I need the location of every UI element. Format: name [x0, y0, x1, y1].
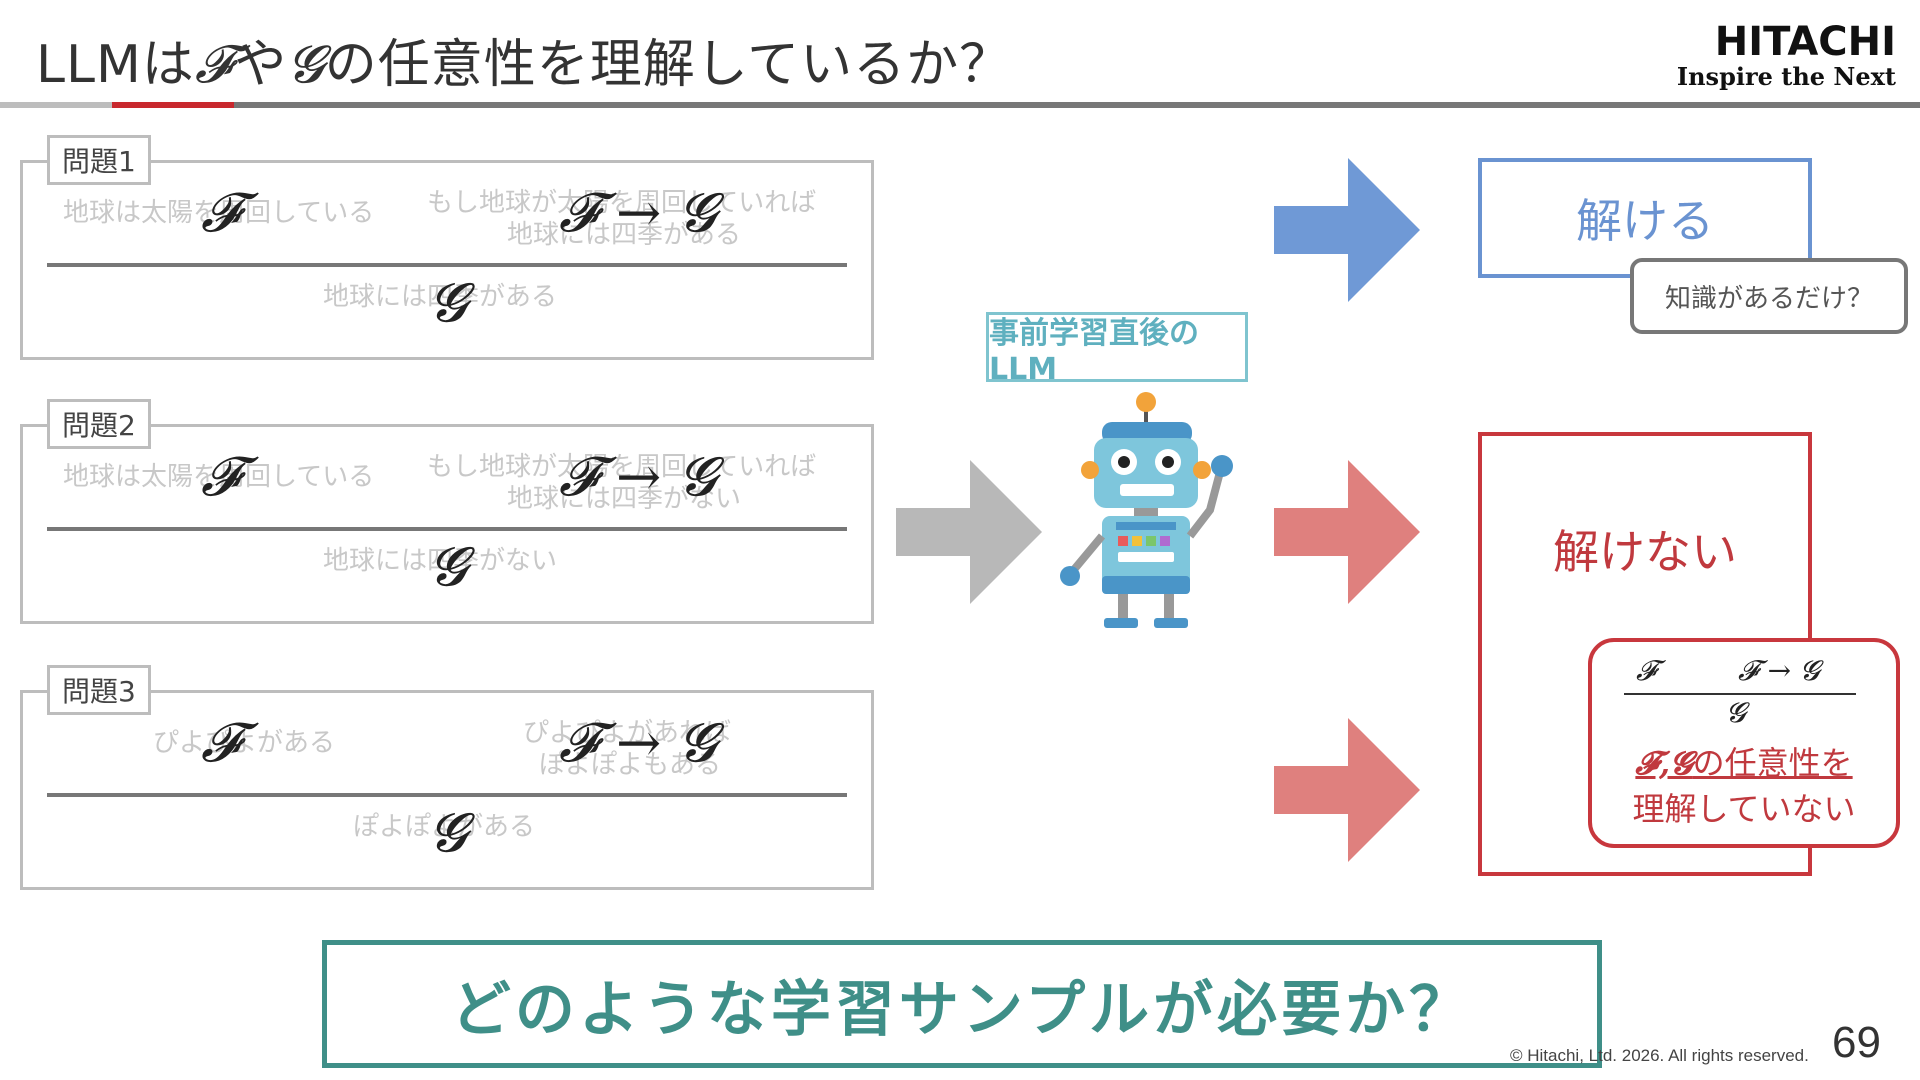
- note-symbol-f: 𝓕: [1636, 654, 1657, 687]
- title-prefix: LLMは: [36, 35, 195, 95]
- premise1-text: ぴよぴよがある: [153, 728, 336, 758]
- copyright: © Hitachi, Ltd. 2026. All rights reserve…: [1510, 1046, 1809, 1065]
- problem-label: 問題2: [47, 399, 151, 449]
- bottom-question: どのような学習サンプルが必要か？: [450, 974, 1474, 1045]
- hitachi-logo: HITACHI Inspire the Next: [1677, 22, 1896, 92]
- note-line2: 理解していない: [1632, 790, 1856, 828]
- premise2-text-line2: 地球には四季がない: [507, 484, 742, 514]
- title-mid: や: [234, 35, 288, 95]
- premise2-text-line2: ぽよぽよもある: [539, 750, 722, 780]
- premise2-text-line2: 地球には四季がある: [507, 220, 742, 250]
- premise2-text-line1: ぴよぴよがあれば: [523, 718, 732, 748]
- title-suffix: の任意性を理解しているか？: [324, 35, 1013, 95]
- robot-label: 事前学習直後のLLM: [986, 312, 1248, 387]
- note-line1-rest: の任意性を: [1692, 744, 1853, 782]
- problem-box-1: 問題1 地球は太陽を周回している 𝓕 もし地球が太陽を周回していれば 地球には四…: [20, 135, 874, 360]
- unsolvable-label: 解けない: [1553, 525, 1737, 579]
- bottom-question-box: どのような学習サンプルが必要か？: [322, 940, 1602, 1068]
- premise1-text: 地球は太陽を周回している: [63, 198, 375, 228]
- unsolvable-arrow-icon: [1274, 718, 1420, 862]
- conclusion-text: 地球には四季がある: [323, 282, 558, 312]
- solvable-box: 解ける: [1478, 158, 1812, 278]
- problem-label: 問題1: [47, 135, 151, 185]
- title-symbol-g: 𝓖: [287, 35, 325, 95]
- symbol-implication: 𝓕 → 𝓖: [559, 711, 717, 774]
- conclusion-text: 地球には四季がない: [323, 546, 558, 576]
- note-line1-symbols: 𝓕,𝓖: [1635, 744, 1693, 782]
- unsolvable-note-callout: 𝓕 𝓕 → 𝓖 𝓖 𝓕,𝓖の任意性を 理解していない: [1588, 638, 1900, 848]
- premise1-text: 地球は太陽を周回している: [63, 462, 375, 492]
- unsolvable-arrow-icon: [1274, 460, 1420, 604]
- symbol-f: 𝓕: [201, 711, 241, 774]
- problem-label: 問題3: [47, 665, 151, 715]
- note-inference-line: [1624, 693, 1856, 695]
- title-divider-accent: [112, 102, 234, 108]
- page-number: 69: [1832, 1018, 1881, 1067]
- title-symbol-f: 𝓕: [194, 35, 235, 95]
- problem-box-2: 問題2 地球は太陽を周回している 𝓕 もし地球が太陽を周回していれば 地球には四…: [20, 399, 874, 624]
- note-line1: 𝓕,𝓖の任意性を: [1592, 738, 1896, 784]
- symbol-f: 𝓕: [201, 445, 241, 508]
- solvable-label: 解ける: [1576, 194, 1714, 248]
- note-symbol-implication: 𝓕 → 𝓖: [1738, 654, 1820, 687]
- logo-brand: HITACHI: [1714, 19, 1896, 65]
- symbol-implication: 𝓕 → 𝓖: [559, 181, 717, 244]
- premise2-text-line1: もし地球が太陽を周回していれば: [427, 188, 817, 218]
- solvable-arrow-icon: [1274, 158, 1420, 302]
- symbol-g: 𝓖: [429, 271, 467, 334]
- title-divider-light: [0, 102, 112, 108]
- solvable-note-callout: 知識があるだけ？: [1630, 258, 1908, 334]
- logo-tagline: Inspire the Next: [1676, 62, 1896, 91]
- inference-line: [47, 527, 847, 531]
- symbol-implication: 𝓕 → 𝓖: [559, 445, 717, 508]
- problem-box-3: 問題3 ぴよぴよがある 𝓕 ぴよぴよがあれば ぽよぽよもある 𝓕 → 𝓖 ぽよぽ…: [20, 665, 874, 890]
- premise2-text-line1: もし地球が太陽を周回していれば: [427, 452, 817, 482]
- symbol-g: 𝓖: [429, 535, 467, 598]
- symbol-g: 𝓖: [429, 801, 467, 864]
- slide-title: LLMは𝓕や𝓖の任意性を理解しているか？: [36, 22, 1012, 97]
- input-arrow-icon: [896, 460, 1042, 604]
- note-symbol-g: 𝓖: [1726, 696, 1746, 729]
- conclusion-text: ぽよぽよがある: [353, 812, 536, 842]
- title-divider: [0, 102, 1920, 108]
- inference-line: [47, 263, 847, 267]
- robot-icon: [1060, 392, 1233, 628]
- inference-line: [47, 793, 847, 797]
- symbol-f: 𝓕: [201, 181, 241, 244]
